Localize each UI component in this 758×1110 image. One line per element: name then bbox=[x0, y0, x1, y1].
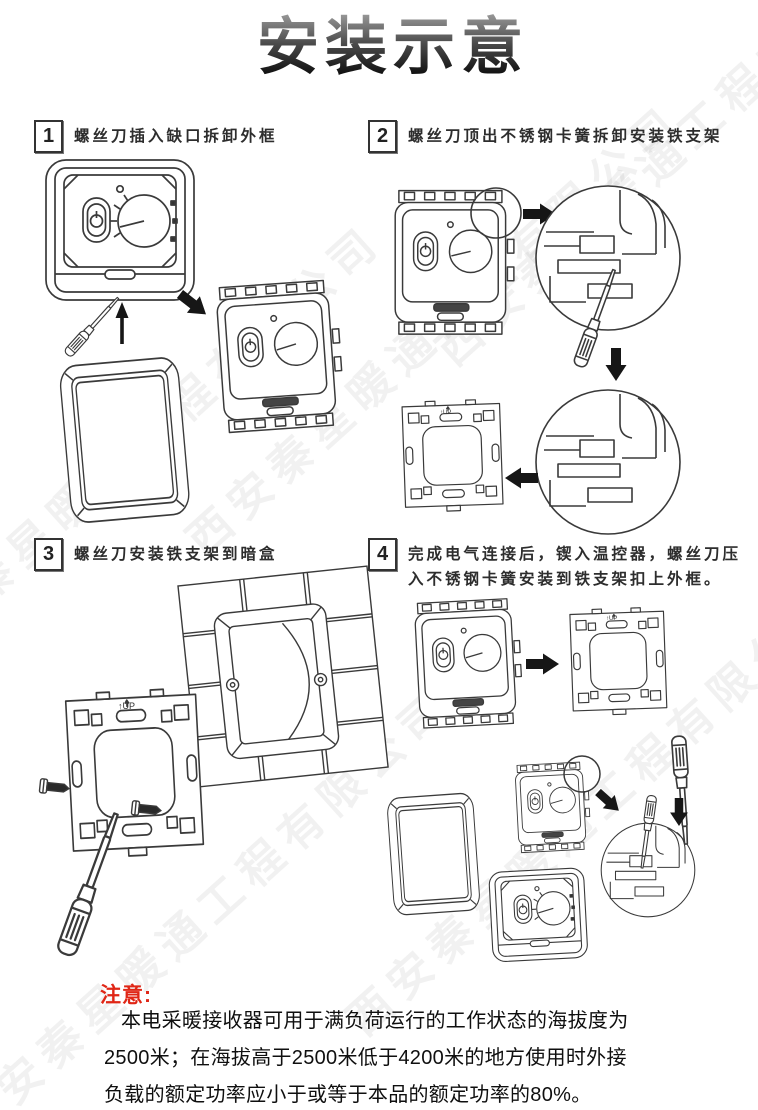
zoom-detail-circle bbox=[535, 389, 681, 535]
thermostat-module-drawing bbox=[413, 597, 525, 729]
zoom-detail-circle bbox=[535, 185, 681, 331]
mounting-bracket-drawing bbox=[569, 606, 668, 717]
diagonal-arrow-icon bbox=[592, 785, 625, 818]
step-3-header: 3 螺丝刀安装铁支架到暗盒 bbox=[34, 538, 278, 571]
thermostat-front-drawing bbox=[488, 867, 589, 963]
bracket-up-label: ↑UP bbox=[118, 701, 135, 711]
left-arrow-icon bbox=[505, 467, 538, 489]
step-4-illustration: ↑UP bbox=[385, 597, 696, 963]
up-arrow-icon bbox=[115, 302, 129, 344]
step-1-illustration bbox=[45, 159, 347, 525]
bracket-up-label: ↑UP bbox=[606, 616, 617, 622]
mounting-bracket-drawing bbox=[64, 686, 205, 860]
screw-icon bbox=[38, 777, 71, 797]
outer-frame-drawing bbox=[385, 792, 482, 917]
step-2-number: 2 bbox=[368, 120, 397, 153]
note-line: 负载的额定功率应小于或等于本品的额定功率的80%。 bbox=[104, 1084, 592, 1106]
step-3-caption: 螺丝刀安装铁支架到暗盒 bbox=[74, 546, 278, 563]
thermostat-front-drawing bbox=[45, 159, 195, 301]
page-title: 安装示意 bbox=[0, 12, 758, 83]
thermostat-module-drawing bbox=[514, 761, 592, 854]
down-arrow-icon bbox=[605, 348, 627, 381]
step-2-header: 2 螺丝刀顶出不锈钢卡簧拆卸安装铁支架 bbox=[368, 120, 723, 153]
note-line: 本电采暖接收器可用于满负荷运行的工作状态的海拔度为 bbox=[121, 1010, 629, 1032]
step-4-number: 4 bbox=[368, 538, 397, 571]
wall-tiles-drawing bbox=[177, 565, 389, 788]
step-1-number: 1 bbox=[34, 120, 63, 153]
screwdriver-icon bbox=[670, 734, 694, 846]
right-arrow-icon bbox=[526, 653, 559, 675]
screwdriver-icon bbox=[62, 294, 123, 359]
step-4-header: 4 完成电气连接后，锲入温控器，螺丝刀压入不锈钢卡簧安装到铁支架扣上外框。 bbox=[368, 538, 748, 592]
bracket-up-label: ↑UP bbox=[440, 410, 451, 416]
note-line: 2500米；在海拔高于2500米低于4200米的地方使用时外接 bbox=[104, 1047, 627, 1069]
callout-circle bbox=[470, 187, 522, 239]
step-1-caption: 螺丝刀插入缺口拆卸外框 bbox=[74, 128, 278, 145]
thermostat-module-drawing bbox=[214, 278, 347, 434]
step-3-illustration: ↑UP bbox=[38, 565, 389, 959]
outer-frame-drawing bbox=[58, 355, 192, 525]
junction-box-drawing bbox=[213, 603, 340, 760]
step-2-caption: 螺丝刀顶出不锈钢卡簧拆卸安装铁支架 bbox=[408, 128, 723, 145]
step-2-illustration: ↑UP bbox=[394, 185, 681, 535]
thermostat-module-drawing bbox=[394, 189, 515, 335]
step-1-header: 1 螺丝刀插入缺口拆卸外框 bbox=[34, 120, 278, 153]
step-4-caption: 完成电气连接后，锲入温控器，螺丝刀压入不锈钢卡簧安装到铁支架扣上外框。 bbox=[408, 546, 742, 588]
callout-circle bbox=[563, 755, 601, 793]
note-label: 注意: bbox=[100, 984, 152, 1007]
step-3-number: 3 bbox=[34, 538, 63, 571]
mounting-bracket-drawing bbox=[401, 398, 504, 514]
